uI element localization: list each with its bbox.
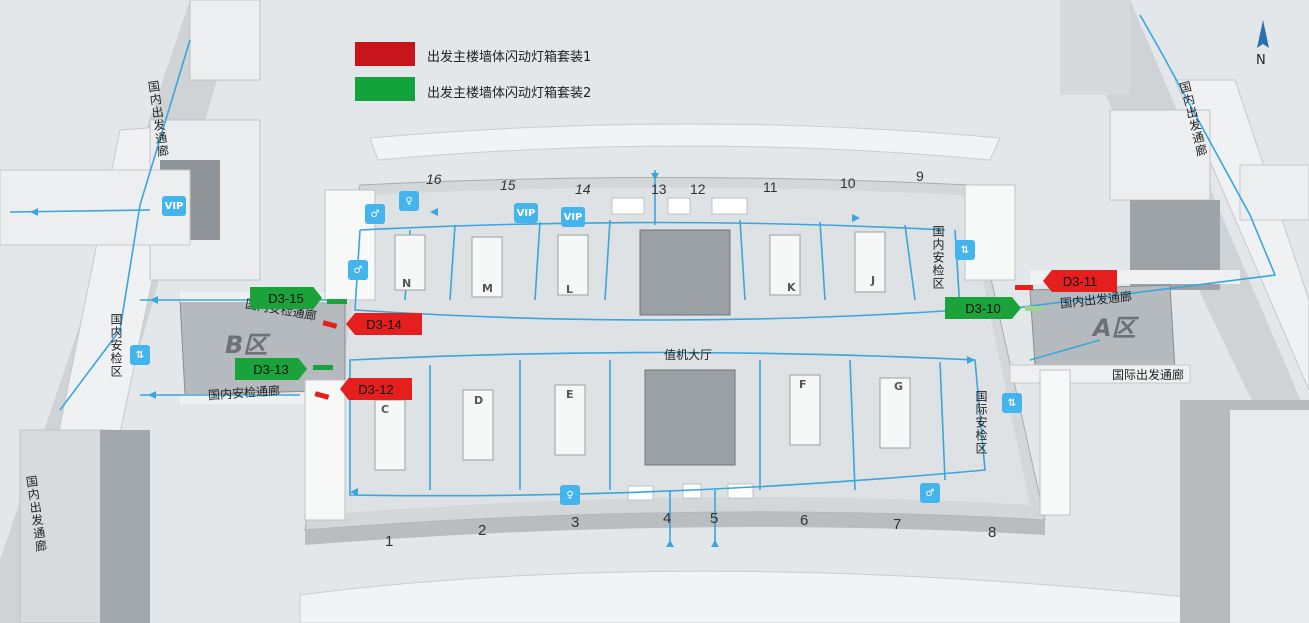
island-letter: F [799, 378, 807, 391]
island-letter: D [474, 394, 484, 407]
restroom-icon: ♂ [348, 260, 368, 280]
legend-swatch-2 [355, 77, 415, 101]
tag-d3-15[interactable]: D3-15 [250, 287, 322, 309]
island-letter: N [402, 277, 412, 290]
restroom-icon: ♀ [399, 191, 419, 211]
legend-swatch-1 [355, 42, 415, 66]
tag-d3-13[interactable]: D3-13 [235, 358, 307, 380]
elevator-icon: ⇅ [955, 240, 975, 260]
island-letter: J [871, 274, 876, 287]
compass-label: N [1256, 53, 1266, 68]
gate-number: 4 [663, 510, 672, 527]
elevator-icon: ⇅ [130, 345, 150, 365]
tag-d3-14[interactable]: D3-14 [346, 313, 422, 335]
restroom-icon: ♂ [920, 483, 940, 503]
zone-label-domestic-security-left: 国内安检区 [109, 313, 123, 378]
hall-label: 值机大厅 [664, 348, 713, 362]
island-letter: M [482, 282, 493, 295]
gate-number: 7 [893, 516, 902, 533]
gate-number: 16 [426, 171, 442, 187]
gate-number: 15 [500, 177, 516, 193]
gate-number: 1 [385, 533, 394, 550]
gate-number: 12 [690, 181, 706, 197]
small-markers [313, 285, 1043, 400]
island-letter: G [894, 380, 904, 393]
zone-a-label: A区 [1093, 314, 1136, 342]
legend-label-2: 出发主楼墙体闪动灯箱套装2 [427, 86, 592, 101]
island-letter: C [381, 403, 390, 416]
gate-number: 6 [800, 512, 809, 529]
compass-arrow-icon [1257, 20, 1269, 48]
gate-number: 5 [710, 510, 719, 527]
gate-number: 13 [651, 181, 667, 197]
island-letter: L [566, 283, 574, 296]
gate-number: 10 [840, 175, 856, 191]
restroom-icon: ♀ [560, 485, 580, 505]
gate-number: 14 [575, 181, 591, 197]
gate-number: 3 [571, 514, 580, 531]
island-letter: K [787, 281, 796, 294]
restroom-icon: ♂ [365, 204, 385, 224]
tag-d3-11[interactable]: D3-11 [1043, 270, 1117, 292]
gate-number: 8 [988, 524, 997, 541]
tag-d3-10[interactable]: D3-10 [945, 297, 1021, 319]
tag-d3-12[interactable]: D3-12 [340, 378, 412, 400]
island-letter: E [566, 388, 574, 401]
vip-icon: VIP [162, 196, 186, 216]
checkin-islands [374, 231, 911, 471]
legend-label-1: 出发主楼墙体闪动灯箱套装1 [427, 50, 592, 65]
vip-icon: VIP [561, 207, 585, 227]
zone-b-label: B区 [225, 331, 268, 359]
gate-number: 9 [916, 168, 924, 184]
route-lines [9, 14, 1277, 545]
elevator-icon: ⇅ [1002, 393, 1022, 413]
corridor-label-intl-departure: 国际出发通廊 [1112, 368, 1185, 382]
zone-label-intl-security: 国际安检区 [974, 390, 988, 455]
gate-number: 11 [763, 179, 778, 195]
route-arrows [30, 173, 975, 547]
zone-label-domestic-security-right: 国内安检区 [931, 225, 945, 290]
gate-number: 2 [478, 522, 487, 539]
vip-icon: VIP [514, 203, 538, 223]
